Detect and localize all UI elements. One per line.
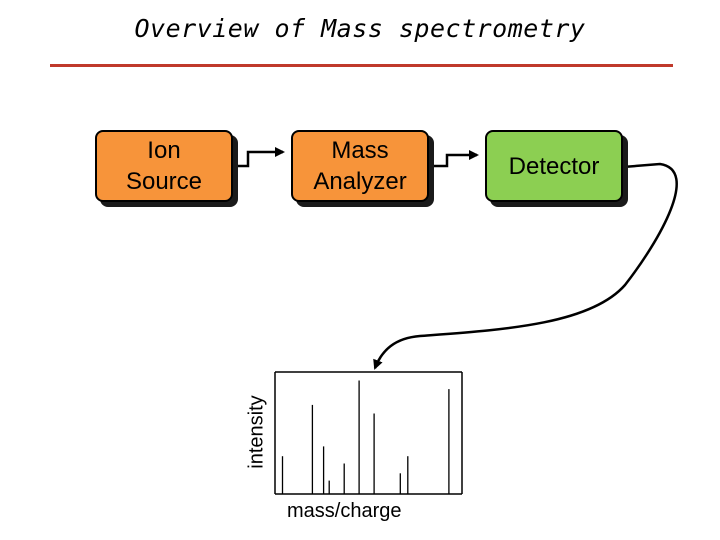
detector-box: Detector (485, 130, 623, 202)
mass-analyzer-label: Mass Analyzer (313, 137, 407, 195)
arrow-analyzer-to-detector (429, 150, 479, 168)
ion-source-label: Ion Source (125, 137, 203, 195)
spectrum-y-label: intensity (245, 395, 268, 469)
spectrum-plot (274, 371, 463, 495)
detector-label: Detector (508, 152, 600, 180)
arrow-ion-to-analyzer (233, 147, 285, 168)
title-rule (50, 64, 673, 67)
spectrum-x-label: mass/charge (287, 500, 402, 522)
ion-source-box: Ion Source (95, 130, 233, 202)
mass-analyzer-box: Mass Analyzer (291, 130, 429, 202)
page-title: Overview of Mass spectrometry (134, 14, 586, 43)
arrow-detector-to-spectrum (373, 162, 678, 370)
